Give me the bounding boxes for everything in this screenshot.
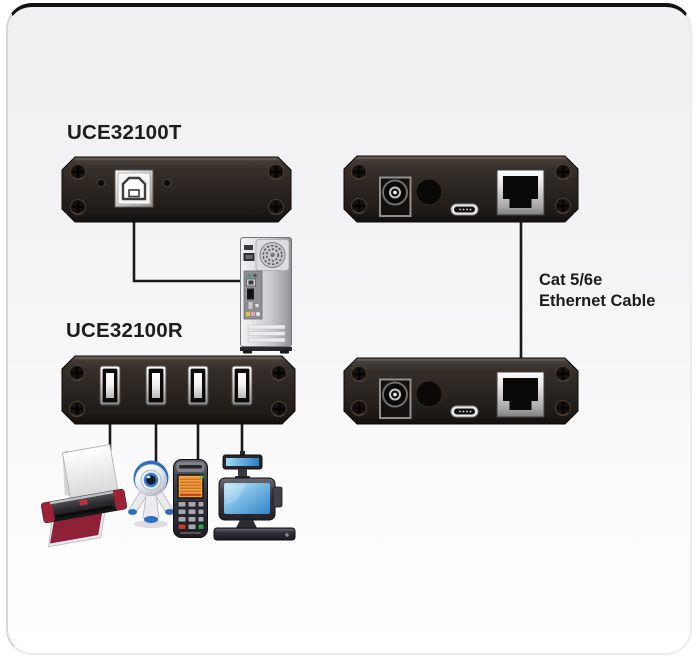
usb-type-a-port-icon	[145, 365, 167, 406]
cable-label-line2: Ethernet Cable	[539, 292, 656, 310]
io-panel-icon	[243, 270, 263, 320]
uce32100r-device	[61, 355, 296, 425]
screw-icon	[69, 163, 87, 181]
screw-icon	[270, 364, 288, 382]
payment-terminal-icon	[173, 459, 208, 538]
screw-icon	[270, 400, 288, 418]
receiver-label: UCE32100R	[66, 319, 183, 342]
terminal-led	[200, 475, 204, 479]
extender-rear-unit-bottom	[344, 358, 578, 424]
pos-base	[213, 527, 296, 541]
transmitter-label: UCE32100T	[67, 121, 182, 144]
usb-type-a-port-icon	[187, 365, 209, 406]
webcam-icon	[128, 460, 174, 528]
terminal-screen	[177, 474, 204, 499]
pc-tower-icon	[240, 237, 292, 354]
card-reader-attachment	[272, 486, 283, 508]
extender-rear-unit-top	[344, 156, 578, 222]
customer-display	[222, 454, 263, 470]
pos-system-icon	[213, 451, 296, 541]
power-socket-icon	[244, 245, 253, 250]
printer-icon	[40, 444, 128, 548]
usb-type-a-port-icon	[231, 365, 253, 406]
usb-type-a-port-icon	[99, 365, 121, 406]
usb-type-b-port-icon	[114, 169, 154, 208]
screw-icon	[267, 198, 285, 216]
screw-icon	[68, 400, 86, 418]
panel-hole-icon	[96, 178, 106, 188]
screw-icon	[68, 364, 86, 382]
terminal-keypad	[177, 501, 205, 530]
pos-monitor	[218, 477, 276, 521]
diagram-background-card	[6, 3, 692, 655]
cable-label-line1: Cat 5/6e	[539, 271, 603, 289]
panel-hole-icon	[162, 178, 172, 188]
uce32100t-device	[61, 156, 292, 223]
usb-cable-line-transmitter-to-pc	[132, 212, 252, 283]
screw-icon	[69, 198, 87, 216]
ethernet-cable-label: Cat 5/6e Ethernet Cable	[539, 270, 655, 312]
screw-icon	[267, 163, 285, 181]
